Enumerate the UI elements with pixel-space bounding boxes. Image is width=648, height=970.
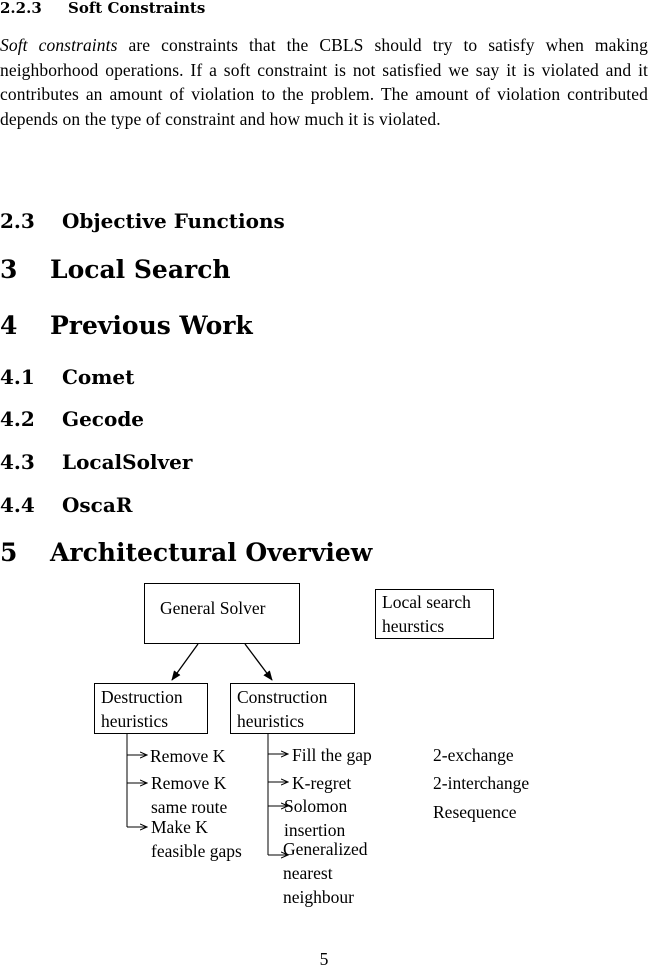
- section-title: Soft Constraints: [68, 0, 206, 17]
- section-heading-4-4: 4.4 OscaR: [0, 493, 132, 517]
- section-heading-3: 3 Local Search: [0, 255, 231, 285]
- destruction-item-remove-k: Remove K: [150, 746, 226, 766]
- section-heading-2-3: 2.3 Objective Functions: [0, 209, 285, 233]
- local-search-label-line1: Local search: [382, 592, 471, 612]
- construction-item-generalized-line1: Generalized: [283, 839, 368, 859]
- section-number: 4.2: [0, 407, 35, 431]
- arrow-to-destruction: [171, 643, 199, 681]
- section-title: Comet: [62, 365, 135, 389]
- construction-item-solomon-line1: Solomon: [284, 796, 348, 816]
- construction-item-solomon-line2: insertion: [284, 820, 346, 840]
- section-heading-4-1: 4.1 Comet: [0, 365, 134, 389]
- destruction-item-make-k-line2: feasible gaps: [151, 841, 242, 861]
- general-solver-label: General Solver: [160, 598, 266, 618]
- section-title: LocalSolver: [62, 450, 193, 474]
- local-search-box: Local search heurstics: [375, 589, 494, 639]
- section-heading-4-2: 4.2 Gecode: [0, 407, 144, 431]
- section-number: 5: [0, 538, 18, 567]
- destruction-item-remove-k-same-route-line2: same route: [151, 797, 228, 817]
- section-heading-4: 4 Previous Work: [0, 311, 253, 341]
- construction-item-generalized-line2: nearest: [283, 863, 333, 883]
- local-search-item-2-exchange: 2-exchange: [433, 745, 514, 765]
- section-title: Local Search: [50, 255, 231, 284]
- section-number: 3: [0, 255, 18, 284]
- soft-constraints-paragraph: Soft constraints are constraints that th…: [0, 33, 648, 131]
- section-title: Gecode: [62, 407, 145, 431]
- italic-term: Soft constraints: [0, 35, 118, 55]
- page-number: 5: [319, 949, 329, 969]
- destruction-item-remove-k-same-route-line1: Remove K: [151, 773, 227, 793]
- subsubsection-heading: 2.2.3 Soft Constraints: [0, 0, 205, 17]
- section-number: 2.3: [0, 209, 35, 233]
- section-number: 4.4: [0, 493, 35, 517]
- section-heading-4-3: 4.3 LocalSolver: [0, 450, 192, 474]
- paragraph-text: are constraints that the CBLS should try…: [0, 35, 648, 129]
- destruction-heuristics-box: Destruction heuristics: [94, 683, 208, 734]
- destruction-item-make-k-line1: Make K: [151, 817, 208, 837]
- section-number: 2.2.3: [0, 0, 42, 17]
- construction-heuristics-box: Construction heuristics: [230, 683, 355, 734]
- section-heading-5: 5 Architectural Overview: [0, 538, 372, 568]
- destruction-label-line1: Destruction: [101, 687, 183, 707]
- section-title: OscaR: [62, 493, 133, 517]
- section-title: Architectural Overview: [50, 538, 373, 567]
- arrow-to-construction: [244, 643, 273, 681]
- construction-item-generalized-line3: neighbour: [283, 887, 354, 907]
- section-number: 4.1: [0, 365, 35, 389]
- construction-item-fill-the-gap: Fill the gap: [292, 745, 372, 765]
- construction-label-line1: Construction: [237, 687, 328, 707]
- destruction-label-line2: heuristics: [101, 711, 169, 731]
- construction-label-line2: heuristics: [237, 711, 305, 731]
- section-number: 4.3: [0, 450, 35, 474]
- general-solver-box: General Solver: [144, 583, 300, 644]
- section-title: Objective Functions: [62, 209, 285, 233]
- section-title: Previous Work: [50, 311, 253, 340]
- local-search-item-2-interchange: 2-interchange: [433, 773, 530, 793]
- local-search-label-line2: heurstics: [382, 616, 445, 636]
- local-search-item-resequence: Resequence: [433, 802, 517, 822]
- construction-item-k-regret: K-regret: [292, 773, 352, 793]
- section-number: 4: [0, 311, 18, 340]
